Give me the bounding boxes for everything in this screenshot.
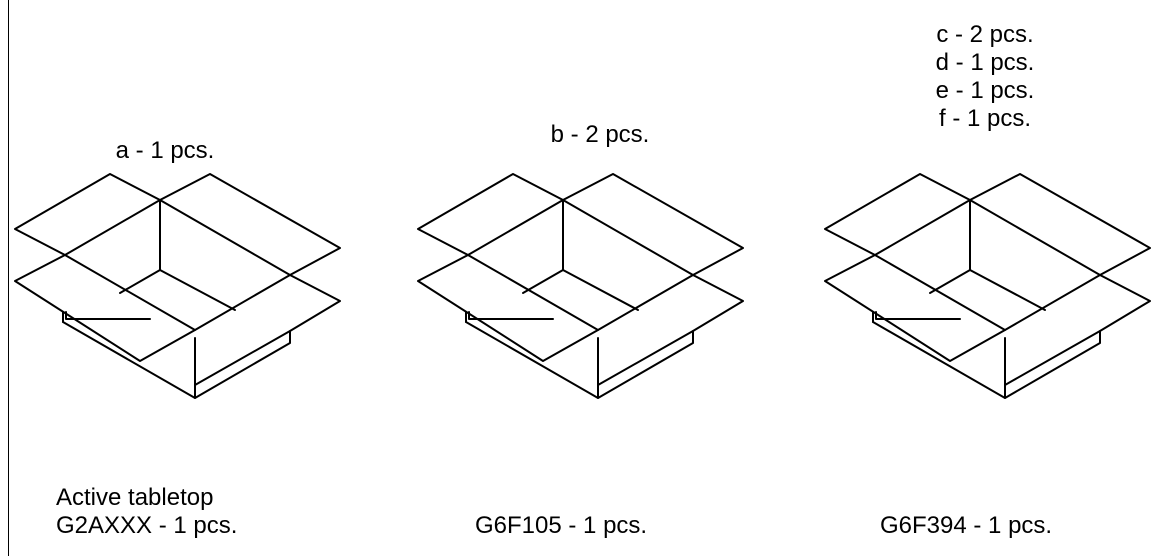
box-1-package: Active tabletop G2AXXX - 1 pcs. [56, 484, 237, 540]
box-2-contents: b - 2 pcs. [505, 121, 695, 149]
open-carton-box-icon [824, 173, 1151, 399]
box-2-contents-line-1: b - 2 pcs. [550, 121, 650, 148]
box-1-contents-line-1: a - 1 pcs. [115, 137, 215, 164]
box-3-contents-line-4: f - 1 pcs. [938, 105, 1032, 132]
box-3-contents: c - 2 pcs. d - 1 pcs. e - 1 pcs. f - 1 p… [865, 21, 1105, 133]
open-carton-box-icon [417, 173, 744, 399]
box-1-package-line-2: G2AXXX - 1 pcs. [56, 512, 238, 539]
box-3-contents-line-3: e - 1 pcs. [935, 77, 1035, 104]
box-3-contents-line-1: c - 2 pcs. [936, 21, 1034, 48]
box-3-package: G6F394 - 1 pcs. [880, 512, 1052, 540]
box-1-package-line-1: Active tabletop [56, 484, 214, 511]
box-3-contents-line-2: d - 1 pcs. [935, 49, 1035, 76]
page-margin-rule [8, 0, 9, 556]
box-3-package-line-1: G6F394 - 1 pcs. [880, 512, 1053, 539]
box-2-package: G6F105 - 1 pcs. [475, 512, 647, 540]
box-2-package-line-1: G6F105 - 1 pcs. [475, 512, 648, 539]
box-1-contents: a - 1 pcs. [70, 137, 260, 165]
open-carton-box-icon [14, 173, 341, 399]
